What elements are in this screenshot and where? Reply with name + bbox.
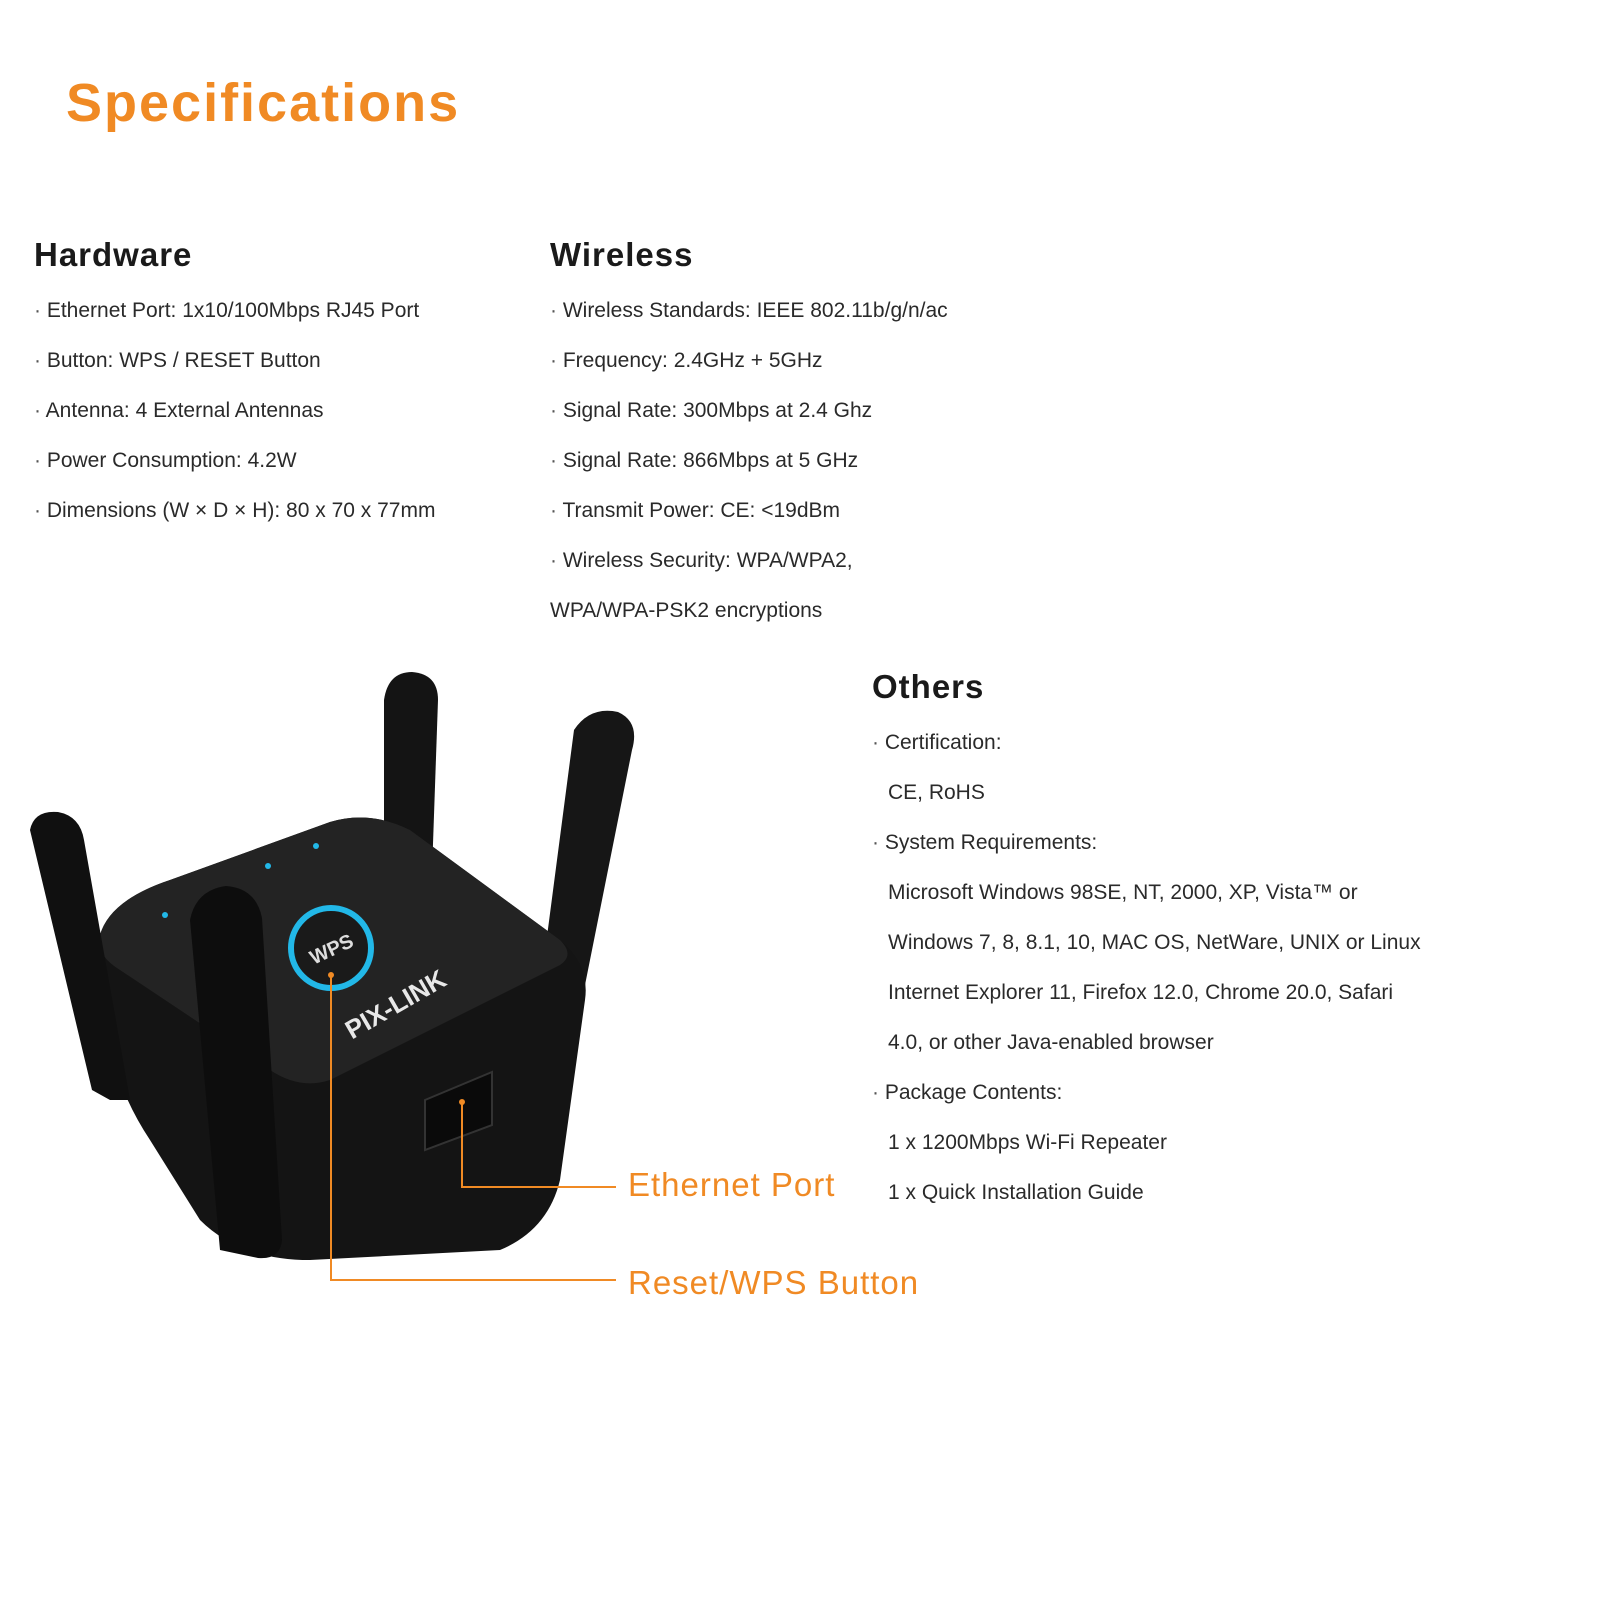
list-item: Internet Explorer 11, Firefox 12.0, Chro… bbox=[888, 981, 1394, 1004]
list-item: Wireless Standards: IEEE 802.11b/g/n/ac bbox=[550, 286, 948, 336]
hardware-heading: Hardware bbox=[34, 236, 193, 273]
others-list: Certification: CE, RoHS System Requireme… bbox=[872, 718, 1421, 1218]
others-heading: Others bbox=[872, 668, 985, 705]
list-item: Signal Rate: 866Mbps at 5 GHz bbox=[550, 436, 948, 486]
list-item: Transmit Power: CE: <19dBm bbox=[550, 486, 948, 536]
list-item: CE, RoHS bbox=[888, 781, 985, 804]
ethernet-port-callout: Ethernet Port bbox=[628, 1166, 836, 1203]
list-item: 1 x 1200Mbps Wi-Fi Repeater bbox=[888, 1131, 1167, 1154]
reset-wps-callout: Reset/WPS Button bbox=[628, 1264, 920, 1301]
list-item: 4.0, or other Java-enabled browser bbox=[888, 1031, 1214, 1054]
led-indicator bbox=[313, 843, 319, 849]
list-item: Power Consumption: 4.2W bbox=[34, 436, 435, 486]
reset-callout-line bbox=[330, 975, 616, 1281]
hardware-list: Ethernet Port: 1x10/100Mbps RJ45 Port Bu… bbox=[34, 286, 436, 536]
list-item: Button: WPS / RESET Button bbox=[34, 336, 435, 386]
antenna-back-right bbox=[540, 710, 635, 1010]
led-indicator bbox=[162, 912, 168, 918]
wireless-list: Wireless Standards: IEEE 802.11b/g/n/ac … bbox=[550, 286, 948, 636]
led-indicator bbox=[265, 863, 271, 869]
list-item: Frequency: 2.4GHz + 5GHz bbox=[550, 336, 948, 386]
list-item: Antenna: 4 External Antennas bbox=[34, 386, 435, 436]
list-item: Certification: bbox=[872, 718, 1421, 768]
antenna-front-left bbox=[30, 811, 130, 1100]
list-item: System Requirements: bbox=[872, 818, 1421, 868]
list-item: Microsoft Windows 98SE, NT, 2000, XP, Vi… bbox=[888, 881, 1358, 904]
list-item: Signal Rate: 300Mbps at 2.4 Ghz bbox=[550, 386, 948, 436]
wireless-heading: Wireless bbox=[550, 236, 694, 273]
list-item: Ethernet Port: 1x10/100Mbps RJ45 Port bbox=[34, 286, 435, 336]
list-item: Dimensions (W × D × H): 80 x 70 x 77mm bbox=[34, 486, 436, 536]
ethernet-callout-line bbox=[461, 1102, 616, 1188]
ethernet-port bbox=[424, 1070, 493, 1152]
list-item: Wireless Security: WPA/WPA2, bbox=[550, 536, 948, 586]
page-title: Specifications bbox=[66, 73, 461, 133]
antenna-front-center bbox=[190, 886, 282, 1259]
list-item: Windows 7, 8, 8.1, 10, MAC OS, NetWare, … bbox=[888, 931, 1421, 954]
list-item: Package Contents: bbox=[872, 1068, 1421, 1118]
list-item: 1 x Quick Installation Guide bbox=[888, 1181, 1144, 1204]
list-item: WPA/WPA-PSK2 encryptions bbox=[550, 599, 823, 622]
repeater-device-illustration: WPS PIX-LINK bbox=[30, 672, 635, 1281]
